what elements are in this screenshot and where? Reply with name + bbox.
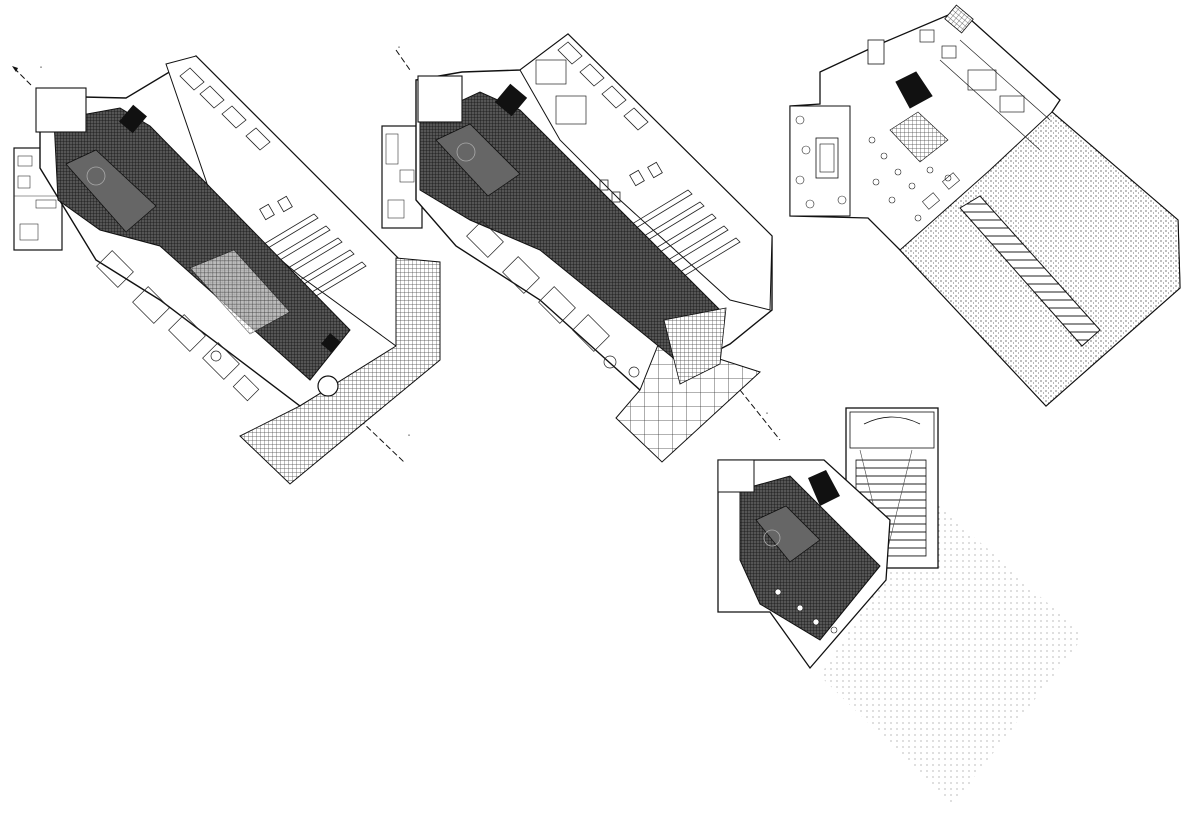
plaza-paving — [239, 257, 441, 485]
landscape-area — [899, 111, 1181, 407]
seating-tables — [868, 136, 960, 222]
office-rooms — [96, 250, 260, 402]
svg-text:A: A — [408, 433, 411, 437]
entrance-forecourt — [615, 339, 761, 463]
svg-text:A: A — [766, 411, 769, 415]
section-mark-top: A — [12, 65, 43, 87]
svg-text:A: A — [398, 45, 401, 49]
ramp — [959, 195, 1101, 347]
floor-plan-1: A A — [12, 55, 441, 485]
section-mark-top: A — [395, 45, 411, 71]
section-mark-bottom: A — [359, 419, 411, 463]
floor-plan-3 — [789, 4, 1181, 407]
floor-plan-4 — [717, 407, 1084, 806]
garden-area — [789, 105, 851, 217]
svg-text:A: A — [40, 65, 43, 69]
dark-service-core — [895, 71, 933, 109]
section-mark-bottom: A — [739, 389, 781, 441]
fountain — [317, 375, 339, 397]
office-rooms — [466, 59, 640, 378]
floor-plan-2: A A — [381, 33, 781, 463]
